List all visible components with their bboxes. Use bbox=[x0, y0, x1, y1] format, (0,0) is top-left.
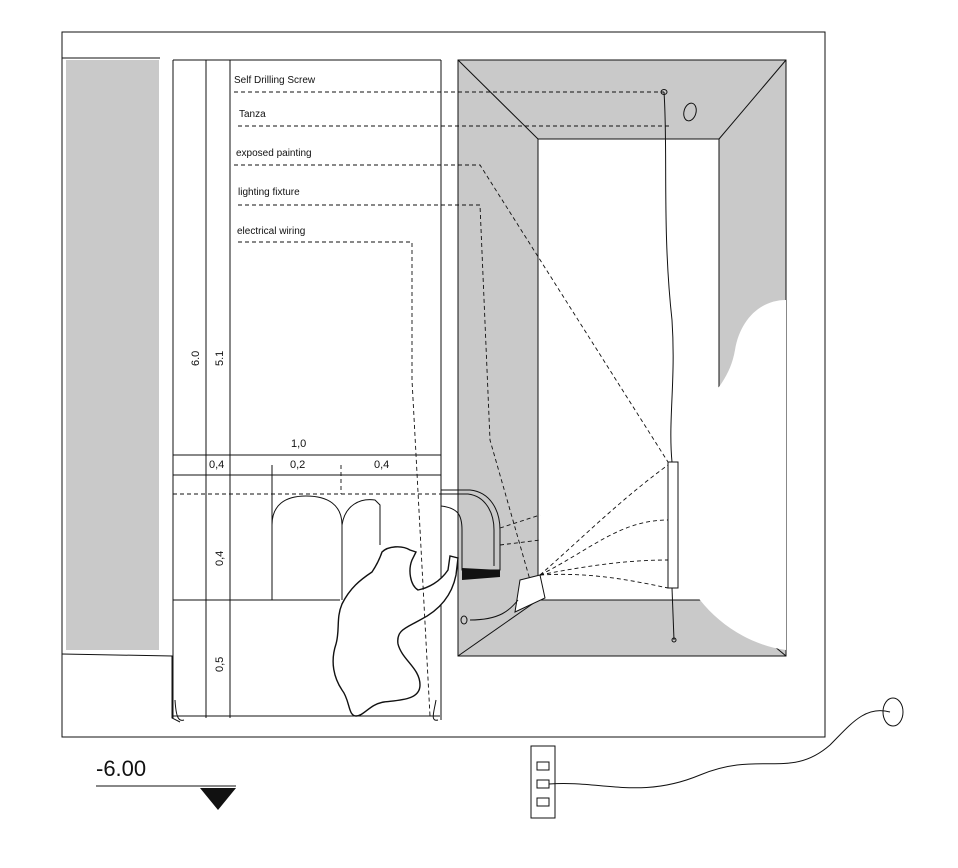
left-wall-strip bbox=[66, 60, 159, 650]
label-tanza: Tanza bbox=[239, 109, 266, 120]
label-exposed-painting: exposed painting bbox=[236, 148, 312, 159]
dim-total-height: 6.0 bbox=[190, 351, 202, 366]
dim-lower-base: 0,5 bbox=[214, 657, 226, 672]
dim-width-total: 1,0 bbox=[291, 438, 306, 450]
level-label: -6.00 bbox=[96, 756, 146, 781]
dim-width-mid: 0,2 bbox=[290, 459, 305, 471]
label-lighting-fixture: lighting fixture bbox=[238, 187, 300, 198]
level-triangle-icon bbox=[200, 788, 236, 810]
dim-width-left: 0,4 bbox=[209, 459, 224, 471]
room-perspective bbox=[457, 59, 787, 657]
outer-frame bbox=[61, 31, 826, 738]
annotation-leaders bbox=[234, 91, 670, 717]
exposed-painting bbox=[667, 461, 679, 589]
dim-width-right: 0,4 bbox=[374, 459, 389, 471]
dim-upper-height: 5.1 bbox=[214, 351, 226, 366]
level-marker: -6.00 bbox=[96, 756, 236, 810]
label-electrical-wiring: electrical wiring bbox=[237, 226, 305, 237]
worker-silhouette bbox=[332, 546, 459, 717]
label-self-drilling-screw: Self Drilling Screw bbox=[234, 75, 316, 86]
wall-section bbox=[172, 59, 541, 720]
power-cable bbox=[548, 710, 891, 789]
dim-lower-mid: 0,4 bbox=[214, 551, 226, 566]
power-outlet bbox=[530, 745, 556, 819]
plug-icon bbox=[882, 697, 904, 727]
screw-hole bbox=[683, 102, 697, 122]
